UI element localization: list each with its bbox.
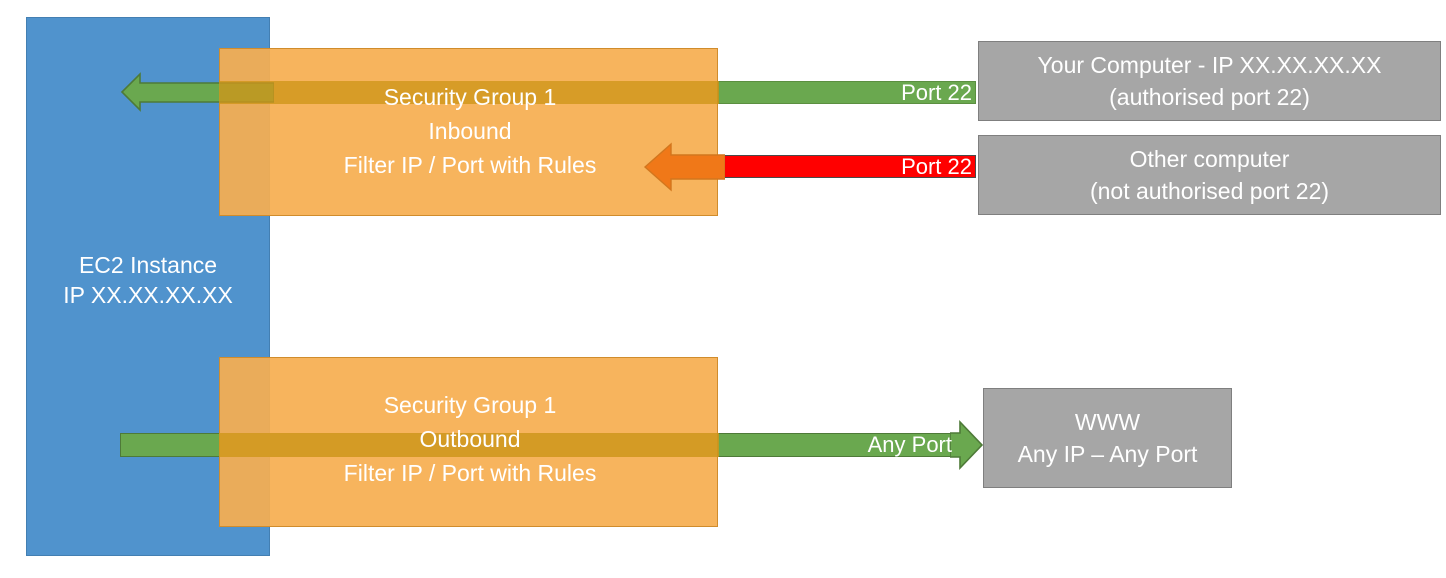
inbound-band-overlap [219, 81, 719, 104]
arrow-left-blocked-icon [643, 142, 725, 192]
www-line2: Any IP – Any Port [1017, 441, 1198, 467]
arrow-right-allowed-icon [950, 420, 984, 470]
your-computer-line1: Your Computer - IP XX.XX.XX.XX [1037, 52, 1382, 78]
your-computer-line2: (authorised port 22) [1109, 84, 1310, 110]
inbound-allowed-traffic-band [718, 81, 976, 104]
endpoint-your-computer: Your Computer - IP XX.XX.XX.XX (authoris… [978, 41, 1441, 121]
security-group-inbound-box [219, 48, 718, 216]
www-line1: WWW [1074, 409, 1141, 435]
endpoint-www: WWW Any IP – Any Port [983, 388, 1232, 488]
outbound-band-overlap [219, 433, 719, 457]
endpoint-other-computer: Other computer (not authorised port 22) [978, 135, 1441, 215]
inbound-blocked-traffic-band [718, 155, 976, 178]
other-computer-line2: (not authorised port 22) [1089, 178, 1330, 204]
other-computer-line1: Other computer [1129, 146, 1290, 172]
